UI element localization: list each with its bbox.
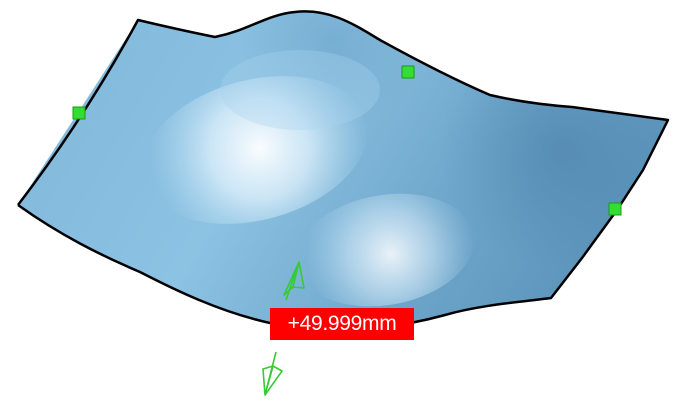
- surface-boundary: [17, 10, 670, 331]
- control-point-top: [401, 65, 415, 79]
- control-point-left: [72, 106, 86, 120]
- arrow-up-icon: [283, 261, 305, 301]
- arrow-down-icon: [262, 351, 283, 396]
- green-arrow-manipulator: [262, 261, 305, 396]
- control-point-right: [608, 202, 622, 216]
- dimension-value-label[interactable]: +49.999mm: [287, 312, 397, 335]
- dimension-label-background: [270, 308, 414, 340]
